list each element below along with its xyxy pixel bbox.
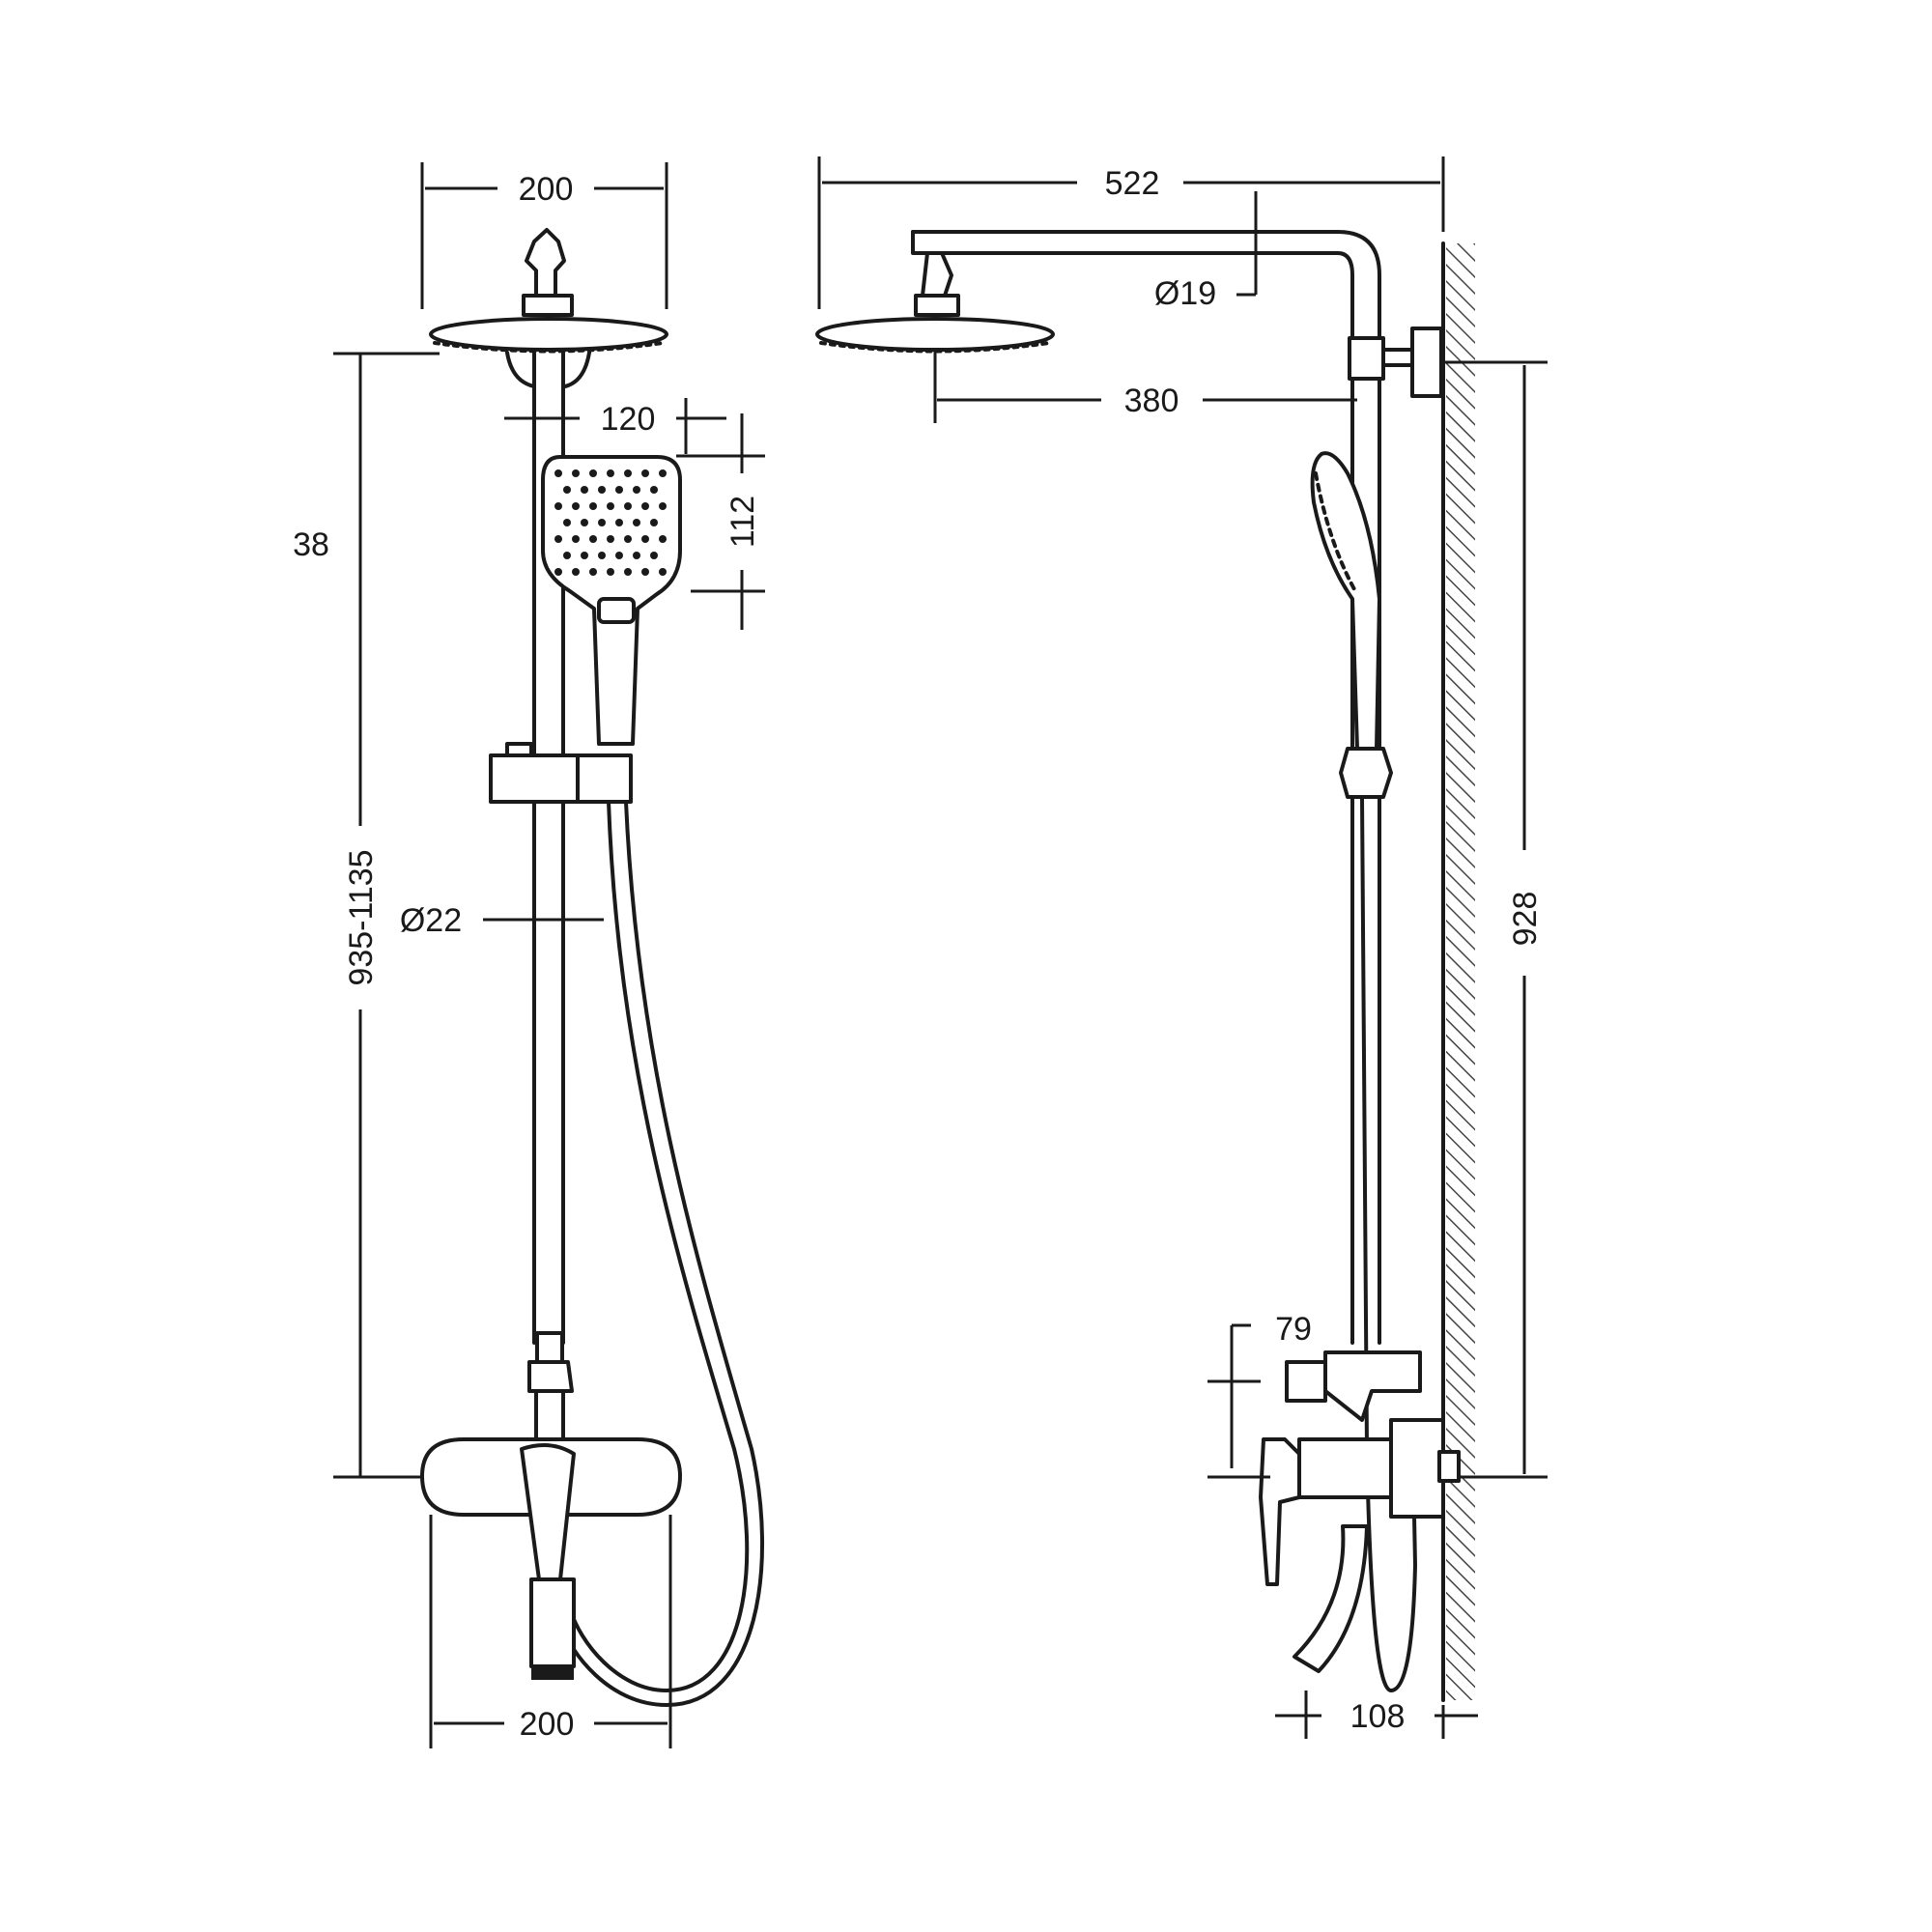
spray-hole: [572, 535, 580, 543]
spray-hole: [624, 469, 632, 477]
spray-hole: [641, 535, 649, 543]
dim-height: 928: [1443, 360, 1548, 1479]
svg-text:200: 200: [519, 171, 574, 208]
spray-hole: [572, 469, 580, 477]
svg-text:108: 108: [1350, 1698, 1406, 1735]
spray-hole: [641, 502, 649, 510]
svg-text:79: 79: [1275, 1311, 1312, 1348]
front-view: 200 935-1135 38 Ø: [293, 162, 765, 1748]
shower-hose: [568, 800, 750, 1692]
svg-text:200: 200: [520, 1706, 575, 1743]
spray-hole: [615, 486, 623, 494]
svg-text:522: 522: [1105, 165, 1160, 202]
spray-hole: [650, 552, 658, 559]
shower-arm: [815, 230, 1443, 398]
spray-hole: [641, 469, 649, 477]
svg-text:120: 120: [601, 401, 656, 438]
spray-hole: [633, 486, 640, 494]
svg-text:935-1135: 935-1135: [343, 849, 380, 985]
svg-text:Ø22: Ø22: [400, 902, 462, 939]
dim-spout-projection: 108: [1275, 1690, 1478, 1739]
spray-hole: [581, 552, 588, 559]
spray-hole: [581, 486, 588, 494]
spray-hole: [659, 535, 667, 543]
spray-hole: [554, 568, 562, 576]
spray-hole: [554, 535, 562, 543]
spray-hole: [581, 519, 588, 526]
spray-hole: [589, 502, 597, 510]
dim-total-projection: 522: [817, 156, 1445, 309]
spray-hole: [633, 519, 640, 526]
spray-hole: [598, 552, 606, 559]
svg-text:Ø19: Ø19: [1154, 275, 1216, 312]
dim-arm-reach: 380: [933, 348, 1357, 423]
spray-hole: [554, 502, 562, 510]
dim-handshower: 120 112: [504, 398, 765, 630]
spray-hole: [598, 486, 606, 494]
svg-text:380: 380: [1124, 383, 1179, 419]
svg-text:928: 928: [1507, 892, 1544, 947]
hand-shower-side: [1310, 451, 1393, 799]
spray-hole: [589, 568, 597, 576]
spray-hole: [659, 568, 667, 576]
slide-bracket: [489, 742, 633, 804]
spray-hole: [598, 519, 606, 526]
spray-hole: [615, 519, 623, 526]
spray-hole: [615, 552, 623, 559]
spray-hole: [650, 486, 658, 494]
spray-hole: [554, 469, 562, 477]
dim-head-width: 200: [420, 162, 668, 309]
shower-hose-inner: [558, 800, 764, 1707]
spray-hole: [589, 469, 597, 477]
spray-hole: [563, 519, 571, 526]
overhead-shower: [429, 228, 668, 388]
spray-hole: [624, 535, 632, 543]
dim-mixer-offset: 79: [1208, 1311, 1312, 1479]
spray-hole: [659, 502, 667, 510]
spray-hole: [641, 568, 649, 576]
spray-hole: [563, 552, 571, 559]
mixer-front: [333, 1437, 682, 1680]
spray-hole: [659, 469, 667, 477]
spray-hole: [624, 568, 632, 576]
spray-hole: [650, 519, 658, 526]
spray-hole: [589, 535, 597, 543]
dim-arm-diameter: Ø19: [1154, 191, 1258, 312]
spray-hole: [633, 552, 640, 559]
spray-hole: [607, 502, 614, 510]
spray-hole: [607, 568, 614, 576]
dim-mixer-width: 200: [429, 1515, 672, 1748]
spray-hole: [563, 486, 571, 494]
side-view: 522 Ø19 380: [815, 156, 1548, 1739]
spray-hole: [607, 469, 614, 477]
spray-hole: [607, 535, 614, 543]
spray-hole: [624, 502, 632, 510]
dim-pipe-diameter: Ø22: [400, 902, 604, 939]
spray-hole: [572, 568, 580, 576]
svg-text:38: 38: [293, 526, 329, 563]
spray-hole: [572, 502, 580, 510]
hand-shower: [541, 455, 682, 746]
side-hose: [1360, 795, 1417, 1692]
mixer-side: [1259, 1350, 1461, 1673]
svg-text:112: 112: [724, 496, 761, 548]
spray-holes: [554, 469, 667, 576]
